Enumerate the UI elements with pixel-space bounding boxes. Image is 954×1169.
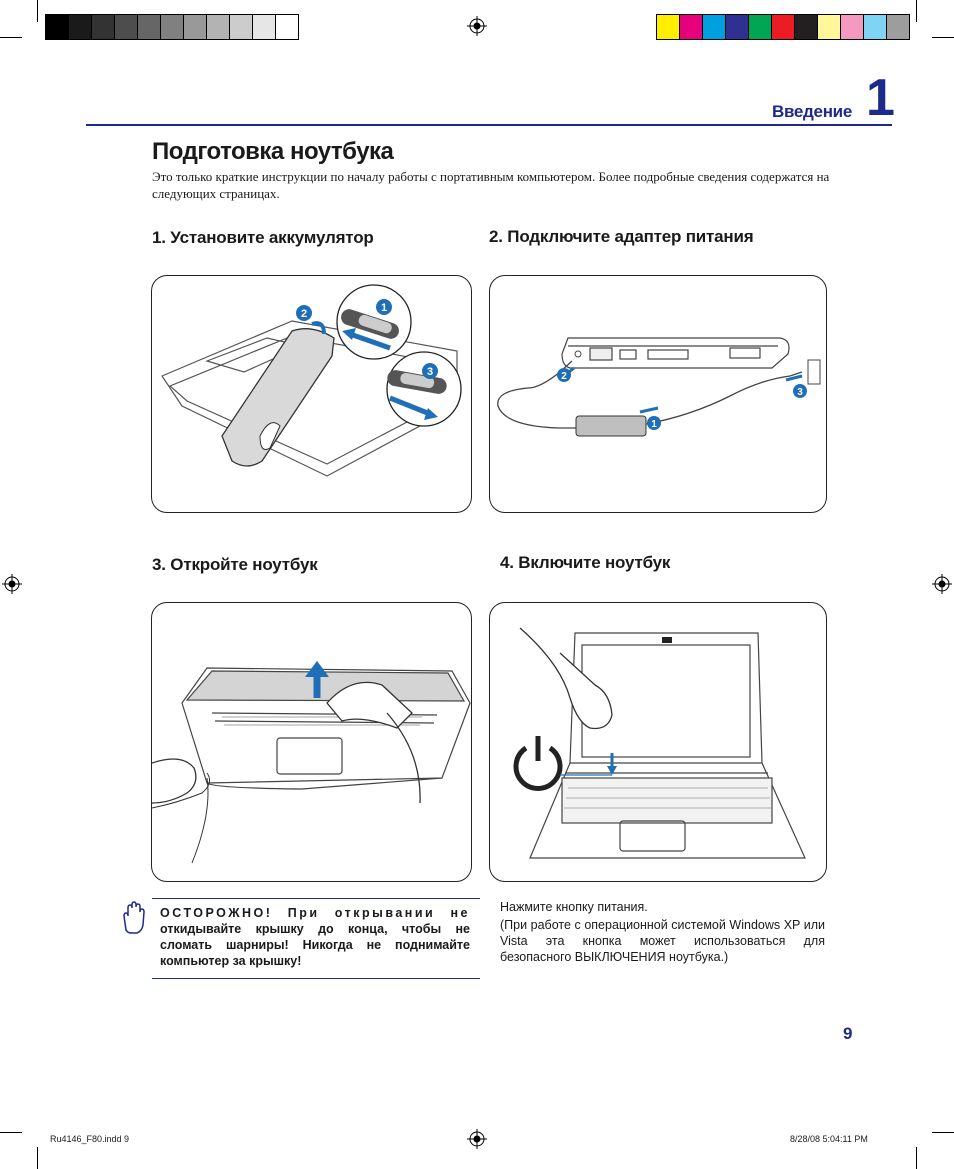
adapter-illustration: 1 2 3 [489, 275, 827, 513]
color-swatch [818, 15, 841, 39]
registration-mark-icon [2, 574, 22, 594]
step-2-title: 2. Подключите адаптер питания [489, 227, 754, 246]
color-swatch [92, 15, 115, 39]
crop-mark [37, 1147, 38, 1169]
step-1-title: 1. Установите аккумулятор [152, 228, 374, 247]
color-swatch [276, 15, 298, 39]
chapter-name: Введение [772, 102, 852, 121]
callout-2: 2 [561, 371, 567, 382]
color-swatch [841, 15, 864, 39]
power-instruction: Нажмите кнопку питания. [500, 900, 648, 914]
warning-top-rule [152, 898, 480, 899]
crop-mark [932, 37, 954, 38]
registration-mark-icon [932, 574, 952, 594]
color-swatch [795, 15, 818, 39]
power-detail: (При работе с операционной системой Wind… [500, 918, 825, 964]
registration-mark-icon [467, 16, 487, 36]
warning-body: откидывайте крышку до конца, чтобы не сл… [160, 922, 470, 968]
callout-markers: 1 2 3 [296, 299, 438, 379]
color-swatch [161, 15, 184, 39]
color-swatch [749, 15, 772, 39]
color-swatch [69, 15, 92, 39]
step-3-title: 3. Откройте ноутбук [152, 555, 318, 574]
crop-mark [0, 37, 22, 38]
chapter-rule [86, 124, 892, 126]
warning-lead: ОСТОРОЖНО! При открывании не [160, 906, 470, 920]
color-swatch [230, 15, 253, 39]
callout-1: 1 [381, 302, 387, 314]
callout-3: 3 [797, 387, 803, 398]
step-4-title: 4. Включите ноутбук [500, 553, 671, 572]
warning-text: ОСТОРОЖНО! При открывании не откидывайте… [160, 905, 470, 969]
color-swatch [726, 15, 749, 39]
print-slug-file: Ru4146_F80.indd 9 [50, 1134, 130, 1144]
battery-illustration: 1 2 3 [151, 275, 472, 513]
color-swatch [772, 15, 795, 39]
callout-3: 3 [427, 366, 433, 378]
chapter-number: 1 [866, 69, 895, 127]
color-swatch [864, 15, 887, 39]
crop-mark [37, 0, 38, 22]
color-swatch [115, 15, 138, 39]
color-swatch [703, 15, 726, 39]
color-swatch [184, 15, 207, 39]
color-swatch [253, 15, 276, 39]
hand-icon [123, 901, 145, 934]
print-slug-date: 8/28/08 5:04:11 PM [790, 1134, 868, 1144]
process-color-bar [656, 14, 910, 40]
crop-mark [0, 1132, 22, 1133]
registration-mark-icon [467, 1129, 487, 1149]
open-lid-illustration [151, 602, 472, 882]
gray-color-bar [45, 14, 299, 40]
intro-text: Это только краткие инструкции по началу … [152, 169, 830, 201]
crop-mark [916, 1147, 917, 1169]
color-swatch [138, 15, 161, 39]
callout-1: 1 [651, 419, 657, 430]
crop-mark [916, 0, 917, 22]
color-swatch [207, 15, 230, 39]
page-title: Подготовка ноутбука [152, 138, 394, 165]
color-swatch [657, 15, 680, 39]
crop-mark [932, 1132, 954, 1133]
color-swatch [46, 15, 69, 39]
power-on-illustration [489, 602, 827, 882]
warning-bottom-rule [152, 978, 480, 979]
power-icon [513, 736, 563, 791]
callout-2: 2 [301, 308, 307, 320]
color-swatch [680, 15, 703, 39]
color-swatch [887, 15, 909, 39]
page-number: 9 [843, 1024, 853, 1043]
